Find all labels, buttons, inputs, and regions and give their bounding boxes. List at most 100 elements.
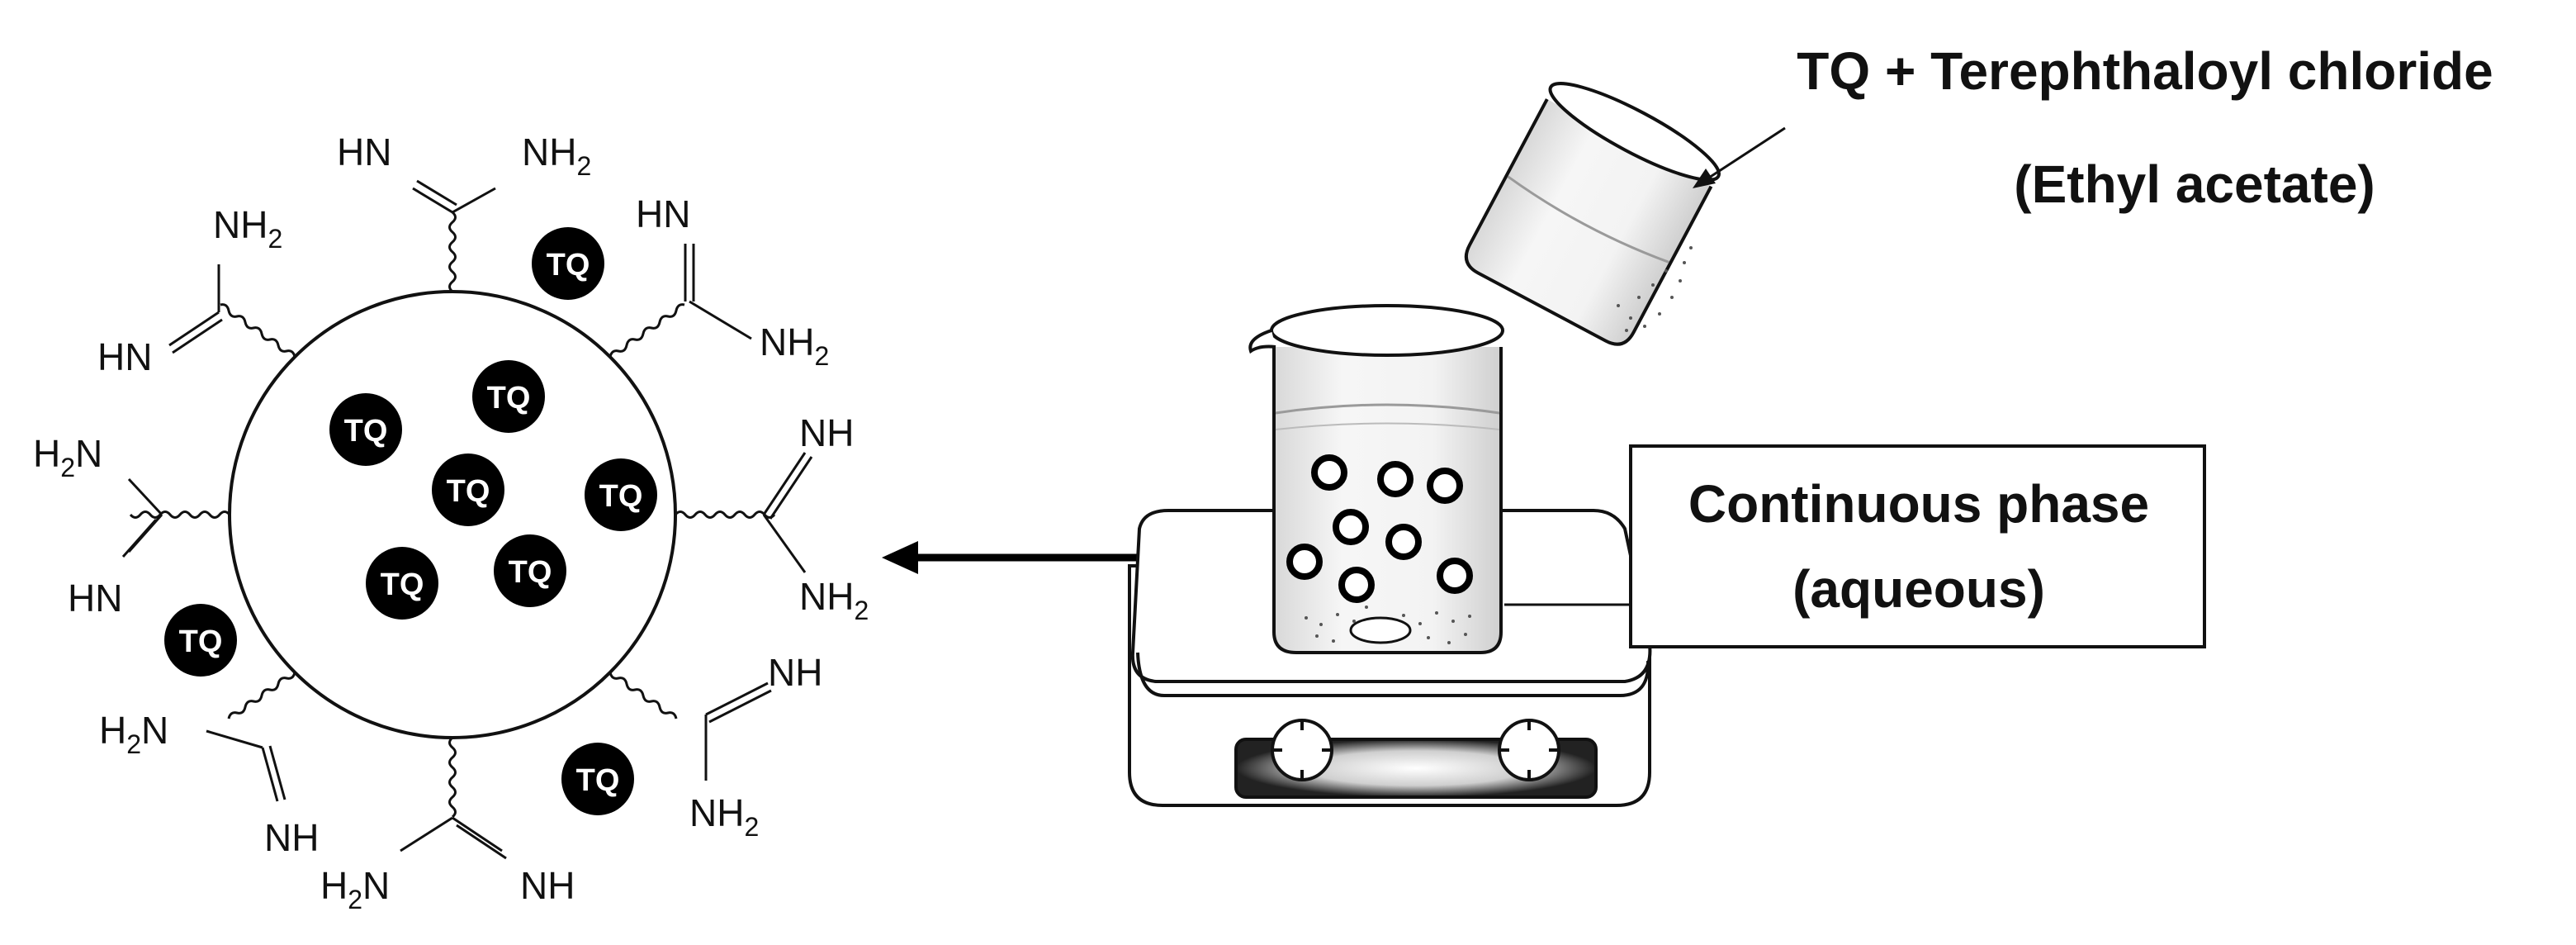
knob-right-icon (1498, 719, 1560, 781)
circle-shape (1437, 558, 1473, 594)
stir-bar (1349, 616, 1412, 644)
knob-left-icon (1271, 719, 1333, 781)
label-ll-h2n: H2N (99, 709, 168, 759)
linker-bottom (448, 736, 457, 819)
circle-shape (366, 547, 438, 620)
line-shape (412, 187, 453, 214)
line-shape (416, 179, 457, 207)
beaker-liquid-line (1275, 422, 1500, 430)
circle-shape (1365, 605, 1368, 609)
text-shape: TQ (381, 567, 424, 602)
circle-shape (1315, 634, 1319, 638)
tq-badges: TQ TQ TQ TQ TQ TQ TQ TQ TQ (164, 227, 657, 815)
circle-shape (1464, 633, 1467, 636)
tq-badge-7: TQ (494, 534, 566, 607)
label-right-nh: NH (799, 411, 854, 454)
circle-shape (1651, 283, 1655, 287)
circle-shape (561, 743, 634, 815)
line-shape (400, 816, 453, 852)
circle-shape (1637, 296, 1641, 299)
beaker-liquid-surface (1275, 403, 1500, 415)
linker-upper-left (220, 303, 296, 358)
label-right-nh2: NH2 (799, 575, 869, 625)
line-shape (762, 452, 807, 515)
circle-shape (1468, 615, 1471, 618)
line-shape (769, 456, 813, 520)
circle-shape (1679, 279, 1682, 283)
text-shape: TQ (487, 381, 531, 416)
beaker-spout (1248, 329, 1276, 354)
line-shape (172, 318, 223, 354)
label-bottom-nh: NH (520, 864, 575, 907)
line-shape (268, 745, 286, 800)
reaction-beaker (1248, 304, 1504, 654)
circle-shape (1418, 622, 1422, 625)
label-ur-hn: HN (636, 192, 690, 235)
circle-shape (1311, 454, 1347, 491)
circle-shape (1683, 261, 1686, 264)
circle-shape (1385, 524, 1422, 560)
linker-right (674, 510, 776, 519)
pouring-beaker (1464, 82, 1721, 346)
circle-shape (1305, 616, 1308, 620)
reagent-label: TQ + Terephthaloyl chloride (Ethyl aceta… (1797, 41, 2493, 214)
line-shape (261, 747, 279, 802)
label-lr-nh2: NH2 (689, 791, 759, 842)
label-left-hn: HN (68, 577, 122, 620)
tq-badge-5: TQ (585, 458, 657, 531)
pouring-beaker-particles (1617, 246, 1693, 332)
label-bottom-h2n: H2N (320, 864, 390, 914)
label-ur-nh2: NH2 (760, 321, 829, 371)
circle-shape (1670, 296, 1674, 299)
tq-badge-9: TQ (561, 743, 634, 815)
linker-top (448, 211, 457, 293)
line-shape (127, 477, 163, 516)
phase-line2: (aqueous) (1792, 559, 2045, 619)
polygon-shape (882, 541, 918, 574)
rect-shape (1629, 444, 2206, 648)
line-shape (452, 816, 503, 852)
circle-shape (532, 227, 604, 300)
hotplate-knobs (1271, 719, 1560, 781)
circle-shape (472, 360, 545, 433)
circle-shape (1271, 719, 1333, 781)
circle-shape (1643, 325, 1646, 328)
circle-shape (1617, 304, 1620, 307)
amidine-bonds (121, 179, 813, 860)
circle-shape (329, 393, 402, 466)
circle-shape (585, 458, 657, 531)
circle-shape (1447, 641, 1451, 644)
circle-shape (1377, 461, 1413, 497)
tq-badge-1: TQ (532, 227, 604, 300)
text-shape: TQ (599, 479, 643, 514)
line-shape (121, 519, 158, 558)
beaker-body (1272, 347, 1503, 654)
circle-shape (1319, 623, 1323, 626)
beaker-sediment (1305, 605, 1471, 644)
circle-shape (1352, 620, 1356, 623)
text-shape: TQ (509, 555, 552, 590)
tq-badge-3: TQ (472, 360, 545, 433)
hotplate-rim (1136, 652, 1650, 697)
line-shape (452, 187, 496, 214)
line-shape (168, 311, 220, 347)
pouring-beaker-liquid (1507, 175, 1669, 264)
circle-shape (1332, 639, 1335, 643)
label-left-h2n: H2N (33, 432, 102, 482)
line-shape (762, 514, 807, 573)
circle-shape (1286, 544, 1323, 580)
beaker-rim (1270, 304, 1504, 357)
tq-badge-4: TQ (432, 454, 504, 526)
circle-shape (164, 604, 237, 677)
tq-badge-6: TQ (366, 547, 438, 620)
pouring-beaker-rim (1548, 82, 1721, 182)
circle-shape (1333, 509, 1369, 545)
circle-shape (1664, 269, 1668, 273)
label-top-nh2: NH2 (522, 131, 591, 181)
tq-badge-8: TQ (164, 604, 237, 677)
label-top-hn: HN (337, 131, 391, 173)
circle-shape (1427, 636, 1430, 639)
circle-shape (1402, 614, 1405, 617)
line-shape (689, 300, 752, 340)
reagent-pointer-arrow (1693, 126, 1786, 188)
